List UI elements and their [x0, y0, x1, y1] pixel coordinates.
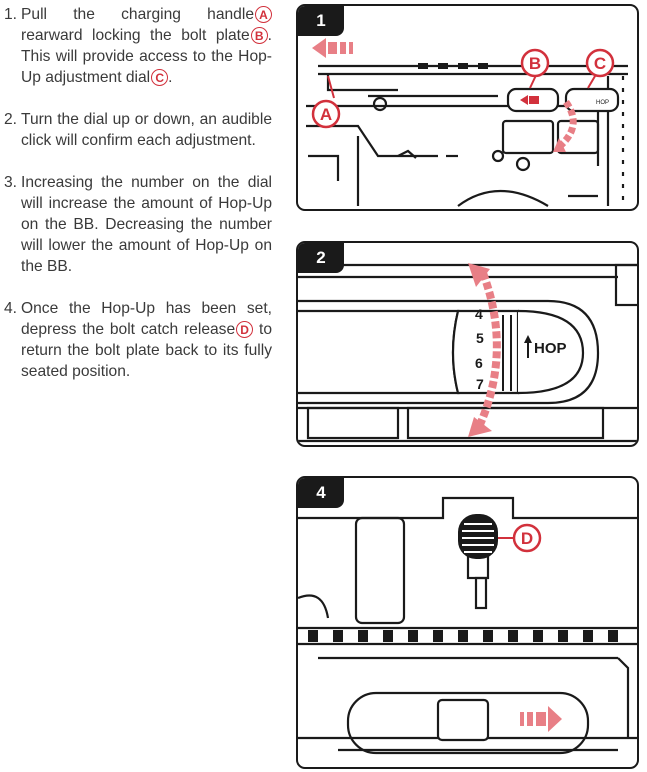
instruction-step: 3.Increasing the number on the dial will…: [4, 172, 272, 277]
figure-1-panel: HOP A B C 1: [296, 4, 639, 211]
figure-4-illustration: D: [298, 496, 637, 755]
step-text: rearward locking the bolt plate: [21, 27, 250, 44]
callout-c: C: [585, 48, 615, 78]
svg-text:6: 6: [475, 355, 483, 371]
down-arrow-icon: [468, 417, 492, 437]
callout-b: B: [520, 48, 550, 78]
callout-badge: A: [255, 6, 272, 24]
svg-text:C: C: [594, 54, 606, 73]
callout-a: A: [311, 99, 341, 129]
svg-text:HOP: HOP: [596, 100, 609, 106]
step-number: 4.: [4, 300, 18, 317]
figure-tag: 2: [298, 243, 344, 273]
push-arrow-icon: [520, 706, 562, 732]
step-text: .: [168, 69, 173, 86]
svg-text:A: A: [320, 105, 332, 124]
instruction-step: 4.Once the Hop-Up has been set, depress …: [4, 298, 272, 382]
step-number: 3.: [4, 174, 18, 191]
step-text: Pull the charging handle: [21, 6, 254, 23]
callout-badge: C: [151, 69, 169, 87]
up-arrow-icon: [468, 263, 490, 287]
figure-tag: 4: [298, 478, 344, 508]
step-text: Turn the dial up or down, an audible cli…: [21, 111, 272, 149]
step-text: Increasing the number on the dial will i…: [21, 174, 272, 275]
figure-1-illustration: HOP A B C: [306, 38, 628, 207]
svg-text:B: B: [529, 54, 541, 73]
step-text: Once the Hop-Up has been set, depress th…: [21, 300, 272, 338]
svg-text:5: 5: [476, 330, 484, 346]
step-number: 1.: [4, 6, 18, 23]
callout-d: D: [512, 523, 542, 553]
callout-badge: D: [236, 321, 254, 339]
callout-badge: B: [250, 27, 268, 45]
svg-text:HOP: HOP: [534, 340, 567, 357]
svg-text:4: 4: [475, 306, 483, 322]
figure-tag: 1: [298, 6, 344, 36]
bolt-catch-button-icon: [458, 514, 498, 559]
pull-arrow-icon: [312, 38, 353, 58]
figure-2-illustration: 4 5 6 7 HOP: [298, 263, 637, 443]
step-number: 2.: [4, 111, 18, 128]
svg-text:7: 7: [476, 376, 484, 392]
figure-2-panel: 4 5 6 7 HOP 2: [296, 241, 639, 447]
instruction-step: 2.Turn the dial up or down, an audible c…: [4, 109, 272, 151]
step-text: . This will provide access to the Hop-Up…: [21, 27, 272, 86]
figure-4-panel: D 4: [296, 476, 639, 769]
svg-text:D: D: [521, 529, 533, 548]
step-text: to return the bolt plate back to its ful…: [21, 321, 272, 380]
